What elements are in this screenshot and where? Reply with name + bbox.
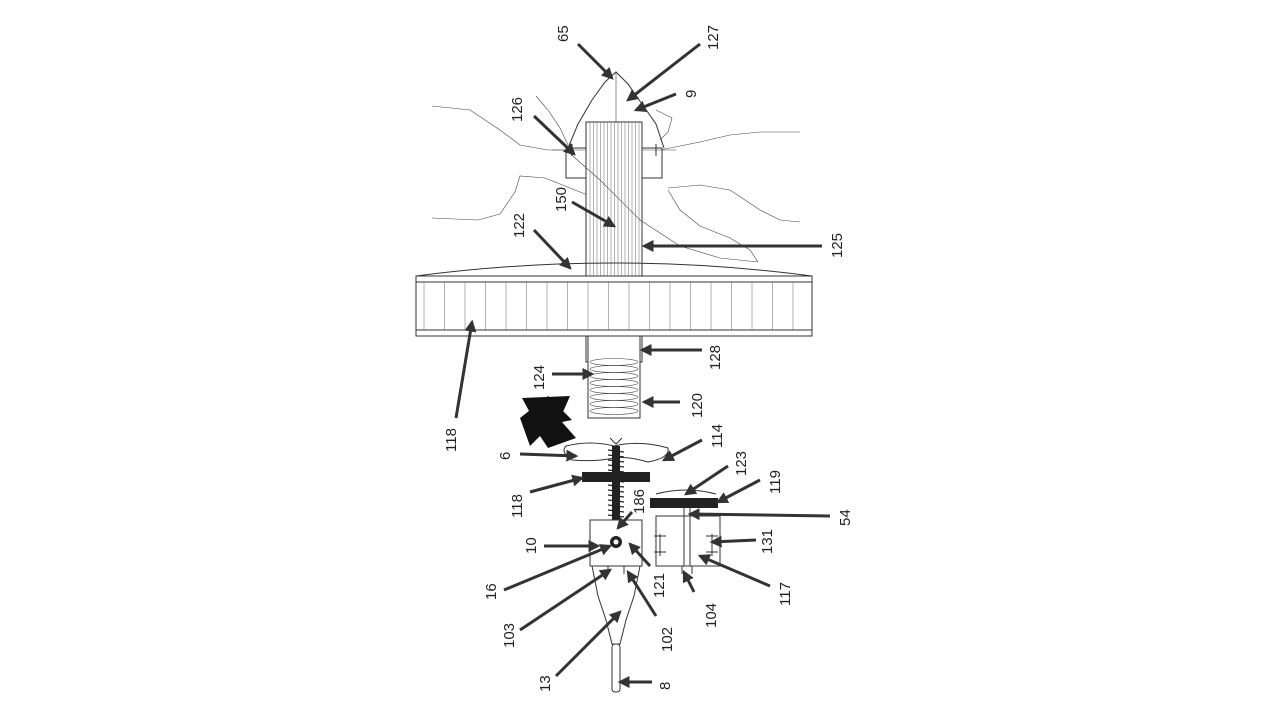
screw-thread [607, 489, 625, 493]
screw-thread [607, 514, 625, 518]
label-150: 150 [553, 187, 570, 212]
label-123: 123 [733, 451, 750, 476]
screw-thread [607, 449, 625, 453]
label-117: 117 [777, 582, 794, 606]
label-128: 128 [707, 345, 724, 370]
screw-thread [607, 484, 625, 488]
label-54: 54 [837, 509, 854, 526]
screw-thread [607, 504, 625, 508]
knob-left [582, 472, 650, 482]
label-126: 126 [509, 97, 526, 122]
screw-thread [607, 454, 625, 458]
spring-coil [589, 407, 639, 415]
direction-arrow-head [522, 396, 570, 446]
label-118-top: 118 [443, 428, 460, 452]
label-6: 6 [497, 452, 514, 460]
label-122: 122 [511, 213, 528, 238]
knob-right [650, 489, 718, 508]
disc [415, 262, 813, 337]
label-9: 9 [683, 90, 700, 98]
label-104: 104 [703, 603, 720, 628]
label-120: 120 [689, 393, 706, 418]
label-121: 121 [651, 573, 668, 598]
diagonal-wire [565, 149, 759, 263]
label-114: 114 [709, 424, 726, 448]
label-103: 103 [501, 623, 518, 648]
label-13: 13 [537, 675, 554, 692]
label-10: 10 [523, 537, 540, 554]
label-131: 131 [759, 529, 776, 554]
label-118-bottom: 118 [509, 494, 526, 518]
label-8: 8 [657, 682, 674, 690]
terrain-outline [431, 95, 801, 263]
screw-thread [607, 509, 625, 513]
label-65: 65 [555, 25, 572, 42]
screw-thread [607, 459, 625, 463]
block-right [654, 508, 721, 574]
label-124: 124 [531, 365, 548, 390]
screw-thread [607, 464, 625, 468]
label-102: 102 [659, 627, 676, 652]
label-16: 16 [483, 583, 500, 600]
leader-arrows [454, 42, 831, 688]
screw-thread [607, 469, 625, 473]
funnel-tip [591, 565, 641, 693]
reference-labels: 65 127 9 126 150 122 125 118 128 124 120… [443, 25, 854, 692]
screw-thread [607, 494, 625, 498]
screw-thread [607, 499, 625, 503]
label-127: 127 [705, 25, 722, 50]
label-125: 125 [829, 233, 846, 258]
spring [587, 335, 641, 419]
label-119: 119 [767, 470, 784, 494]
label-186: 186 [631, 489, 648, 514]
